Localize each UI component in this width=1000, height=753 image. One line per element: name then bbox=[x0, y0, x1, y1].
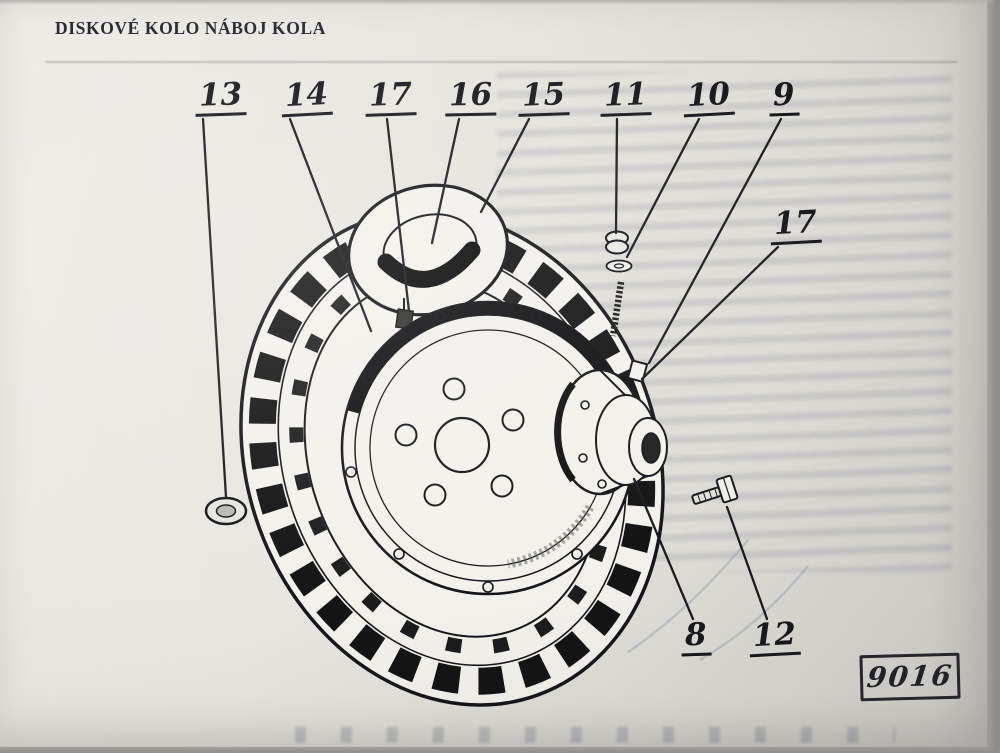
rim-hole bbox=[434, 311, 446, 323]
leader-line bbox=[430, 117, 461, 245]
rim-hole bbox=[571, 548, 583, 560]
flange-bolt bbox=[580, 400, 590, 410]
washer-hole bbox=[613, 263, 625, 269]
callout-9: 9 bbox=[768, 77, 800, 117]
lug-nut bbox=[204, 496, 248, 526]
table-bleed-rule bbox=[45, 61, 957, 63]
washer-icon bbox=[605, 259, 633, 273]
hub-stud-icon bbox=[626, 359, 649, 383]
bolt-hole bbox=[394, 423, 418, 447]
leader-line bbox=[385, 117, 411, 313]
leader-line bbox=[640, 245, 780, 381]
photo-edge-right bbox=[987, 0, 1000, 753]
flange-bolt bbox=[597, 479, 607, 489]
callout-10: 10 bbox=[682, 76, 736, 118]
stamp-number: 9016 bbox=[865, 658, 955, 695]
page-title: DISKOVÉ KOLO NÁBOJ KOLA bbox=[55, 18, 326, 38]
leader-line bbox=[479, 117, 531, 214]
leader-line bbox=[725, 505, 769, 621]
flange-bolt bbox=[578, 453, 588, 463]
bolt-thread bbox=[708, 490, 713, 499]
photo-edge-bottom bbox=[0, 746, 1000, 753]
bleed-squiggles bbox=[627, 539, 809, 662]
bolt-hole bbox=[490, 474, 514, 498]
callout-12: 12 bbox=[748, 616, 802, 658]
callout-17-top: 17 bbox=[364, 76, 417, 117]
bolt-thread bbox=[702, 491, 707, 501]
rim-hole bbox=[393, 548, 405, 560]
leader-line bbox=[632, 477, 695, 621]
callout-16: 16 bbox=[444, 77, 497, 117]
hub-cap-center bbox=[641, 432, 661, 464]
bolt-hole bbox=[442, 377, 466, 401]
bolt-thread bbox=[714, 488, 718, 498]
callout-13: 13 bbox=[194, 76, 247, 117]
leader-lines bbox=[201, 117, 783, 621]
leader-line bbox=[625, 117, 701, 259]
leader-line bbox=[614, 117, 619, 235]
callout-17-right: 17 bbox=[769, 204, 823, 246]
callout-8: 8 bbox=[680, 617, 712, 657]
lug-nut-center bbox=[215, 504, 237, 518]
bolt-thread bbox=[697, 493, 701, 503]
callout-15: 15 bbox=[517, 76, 570, 117]
page-stamp: 9016 bbox=[859, 652, 961, 702]
rim-hole bbox=[362, 372, 374, 384]
leader-line bbox=[288, 117, 373, 333]
tube-shadow-crescent bbox=[377, 241, 481, 288]
photo-edge-top bbox=[0, 0, 1000, 5]
bolt-hole bbox=[501, 408, 525, 432]
rim-hole bbox=[530, 311, 542, 323]
rim-hole bbox=[345, 466, 357, 478]
callout-11: 11 bbox=[599, 76, 652, 117]
stud-icon bbox=[609, 281, 625, 337]
wheel-bolt bbox=[691, 474, 739, 505]
hub bbox=[554, 359, 668, 496]
nut-icon bbox=[605, 239, 629, 255]
hub-bore bbox=[433, 416, 491, 474]
bolt-head-facet bbox=[722, 477, 732, 501]
rim-hole bbox=[482, 581, 494, 593]
stud-nut-washer bbox=[605, 230, 633, 337]
leader-line bbox=[201, 117, 228, 499]
leader-line bbox=[647, 117, 783, 365]
callout-14: 14 bbox=[280, 76, 334, 118]
disc-dark-band bbox=[346, 301, 630, 414]
hub-flange-shadow bbox=[554, 381, 576, 483]
bolt-hole bbox=[423, 483, 447, 507]
disc-hatch-arc bbox=[507, 504, 594, 569]
